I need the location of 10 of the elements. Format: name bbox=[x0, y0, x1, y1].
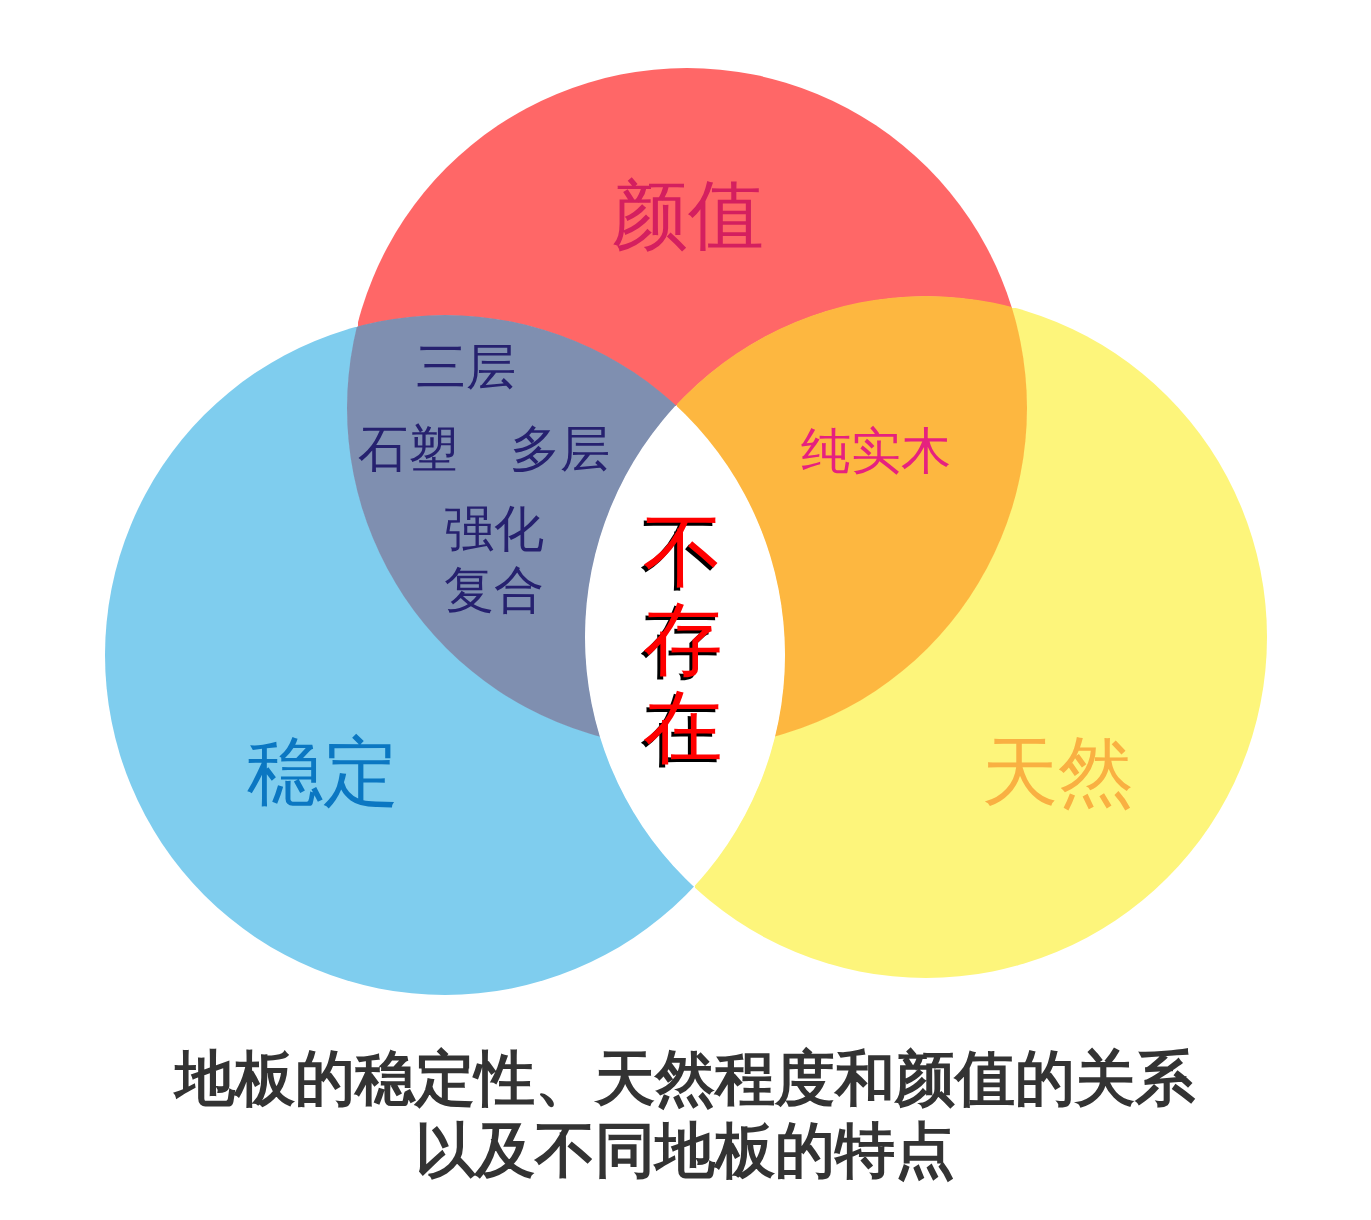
overlap-label: 强化复合 bbox=[443, 499, 545, 621]
circle-label: 稳定 bbox=[247, 728, 399, 816]
circle-label: 颜值 bbox=[612, 171, 764, 259]
overlap-label: 纯实木 bbox=[801, 423, 951, 481]
overlap-label: 多层 bbox=[510, 421, 610, 479]
center-label: 不存在 bbox=[642, 508, 724, 772]
overlap-label: 三层 bbox=[416, 339, 516, 397]
circle-label: 天然 bbox=[982, 728, 1134, 816]
overlap-label: 石塑 bbox=[358, 421, 458, 479]
caption: 地板的稳定性、天然程度和颜值的关系以及不同地板的特点 bbox=[172, 1042, 1196, 1186]
